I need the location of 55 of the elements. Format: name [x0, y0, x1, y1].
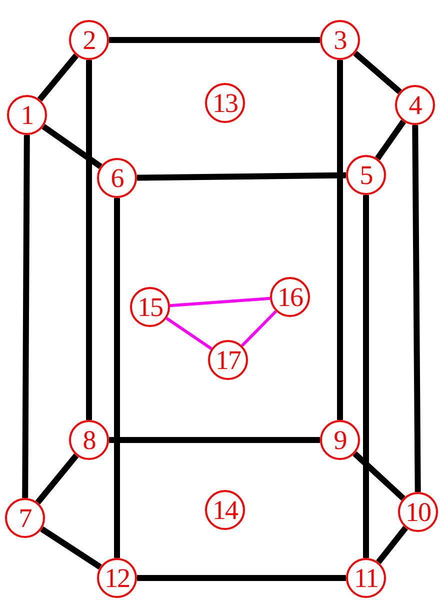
vertex-circle [395, 85, 435, 125]
vertex-circle [97, 558, 137, 598]
vertex-number: 16 [278, 284, 302, 310]
vertex-number: 6 [110, 164, 124, 192]
vertex-circle [7, 95, 47, 135]
vertex-number: 15 [138, 294, 162, 320]
vertex-circle [5, 498, 45, 538]
connector-line [353, 50, 402, 94]
connector-line [109, 37, 320, 43]
vertex-number: 13 [212, 90, 238, 116]
connector-line [40, 526, 102, 570]
connector-line [352, 451, 406, 501]
vertex-circle [69, 20, 109, 60]
connector-line [35, 454, 79, 504]
vertex-circle [398, 492, 438, 532]
connector-line [136, 172, 346, 181]
vertex-number: 10 [406, 498, 430, 526]
connector-line [337, 60, 343, 420]
vertex-circle [97, 158, 137, 198]
vertex-circle [270, 277, 310, 317]
vertex-circle [205, 83, 245, 123]
vertex-number: 12 [104, 564, 130, 592]
connector-line [114, 198, 120, 558]
connector-line [37, 54, 79, 102]
connector-line [240, 310, 278, 347]
vertex-number: 8 [82, 426, 96, 454]
connector-line [22, 134, 30, 498]
vertex-number: 3 [334, 26, 346, 54]
vertex-number: 1 [20, 102, 34, 128]
connector-line [86, 60, 92, 420]
connector-line [412, 124, 421, 492]
vertex-number: 2 [82, 26, 96, 54]
vertex-number: 7 [18, 504, 32, 532]
connector-line [375, 120, 406, 160]
vertex-number: 17 [216, 346, 240, 374]
connector-line [170, 296, 270, 308]
connector-line [363, 195, 369, 558]
vertex-circle [346, 155, 386, 195]
connector-line [137, 575, 346, 581]
vertex-circle [130, 287, 170, 327]
connector-line [109, 437, 320, 443]
vertex-circle [346, 558, 386, 598]
vertex-circle [69, 420, 109, 460]
vertex-circle [208, 340, 248, 380]
vertex-number: 9 [334, 426, 346, 454]
connector-line [42, 124, 102, 169]
vertex-circle [205, 490, 245, 530]
vertex-number: 11 [354, 564, 378, 592]
vertex-number: 4 [408, 92, 422, 118]
connector-line [376, 526, 408, 564]
vertex-circle [320, 20, 360, 60]
vertex-number: 14 [212, 496, 238, 524]
connector-line [166, 317, 212, 350]
vertex-number: 5 [360, 162, 372, 188]
vertex-circle [320, 420, 360, 460]
